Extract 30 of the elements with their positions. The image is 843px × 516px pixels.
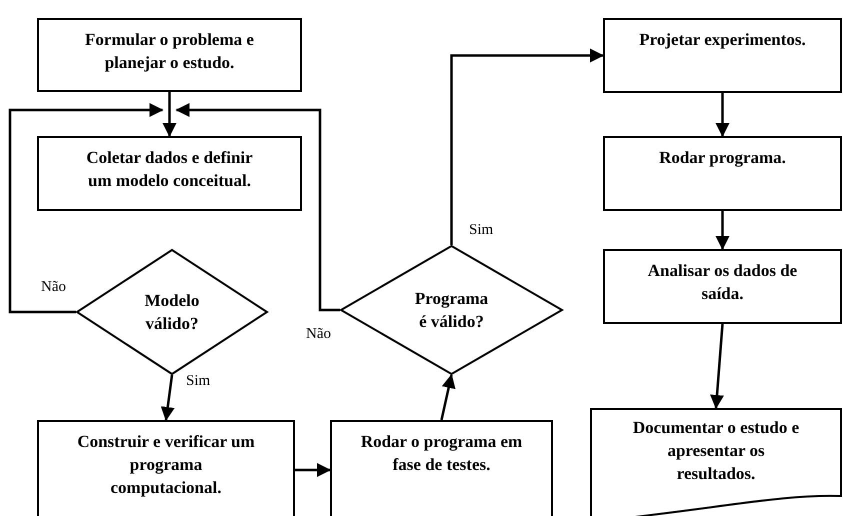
process-box [37, 136, 302, 211]
node-label: Coletar dados e definir um modelo conceitual. [85, 147, 254, 192]
node-label: Projetar experimentos. [639, 29, 806, 51]
decision-diamond [76, 249, 268, 375]
arrow [710, 324, 724, 409]
arrow [162, 92, 176, 137]
node-label: Formular o problema e planejar o estudo. [84, 29, 255, 74]
process-box [603, 249, 842, 324]
node-label: Documentar o estudo e apresentar os resultados. [632, 417, 800, 485]
node-label: Rodar programa. [659, 147, 786, 169]
arrow [440, 374, 456, 420]
document-shape [590, 408, 842, 516]
process-box [330, 420, 553, 516]
node-label: Construir e verificar um programa computacional. [76, 431, 256, 499]
node-label: Programa é válido? [414, 288, 490, 333]
process-box [603, 136, 842, 211]
arrow [716, 211, 730, 250]
node-label: Modelo válido? [144, 290, 200, 335]
arrow [294, 463, 331, 477]
node-label: Analisar os dados de saída. [646, 260, 798, 305]
arrow [176, 103, 340, 312]
decision-diamond [340, 245, 563, 375]
arrow [450, 48, 604, 245]
arrow [160, 374, 175, 421]
process-box [37, 420, 295, 516]
arrow [8, 103, 164, 314]
arrow [716, 93, 730, 137]
process-box [603, 18, 842, 93]
node-label: Rodar o programa em fase de testes. [360, 431, 524, 476]
process-box [37, 18, 302, 92]
